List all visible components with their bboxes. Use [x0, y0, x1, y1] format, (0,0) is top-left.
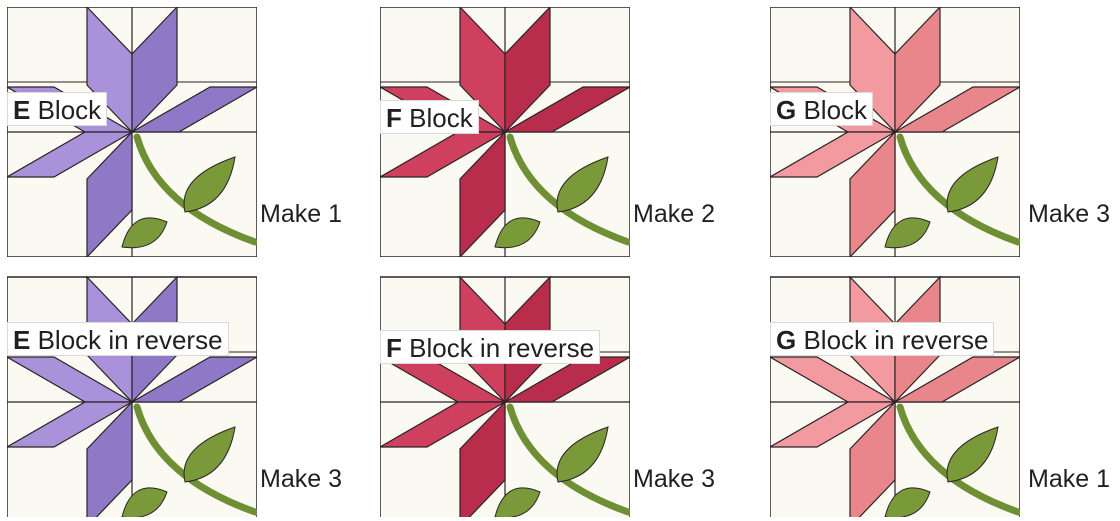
block-e-reverse-quantity: Make 3 — [260, 465, 342, 493]
star-diamond-petal — [502, 86, 630, 133]
block-f-reverse-label: F Block in reverse — [380, 330, 601, 364]
leaf — [946, 156, 999, 213]
leaf — [121, 487, 168, 517]
leaf — [494, 217, 541, 249]
stem — [896, 403, 1020, 516]
leaf — [946, 426, 999, 483]
leaf — [556, 426, 609, 483]
star-diamond-petal — [770, 401, 898, 448]
star-diamond-petal — [849, 130, 896, 257]
star-diamond-petal — [7, 401, 135, 448]
block-f-reverse-quantity: Make 3 — [633, 465, 715, 493]
block-g-reverse-quantity: Make 1 — [1028, 465, 1110, 493]
block-g-label: G Block — [770, 92, 874, 126]
quilt-block-e — [7, 7, 257, 257]
quilt-block-g — [770, 7, 1020, 257]
block-f-quantity: Make 2 — [633, 200, 715, 228]
leaf — [183, 156, 236, 213]
star-diamond-petal — [86, 400, 133, 517]
quilt-block-f-reverse — [380, 267, 630, 517]
star-diamond-petal — [380, 401, 508, 448]
leaf — [884, 487, 931, 517]
block-e-label: E Block — [7, 92, 108, 126]
leaf — [183, 426, 236, 483]
stem — [506, 133, 630, 246]
star-diamond-petal — [129, 86, 257, 133]
star-diamond-petal — [86, 130, 133, 257]
star-diamond-petal — [894, 7, 941, 134]
block-f-reverse-illustration — [380, 275, 630, 517]
block-g-reverse-illustration — [770, 275, 1020, 517]
star-diamond-petal — [502, 356, 630, 403]
block-g-illustration — [770, 7, 1020, 257]
block-g-reverse-label: G Block in reverse — [770, 322, 995, 356]
block-f-label: F Block — [380, 100, 479, 134]
block-e-reverse-illustration — [7, 275, 257, 517]
star-diamond-petal — [892, 356, 1020, 403]
quilt-block-e-reverse — [7, 267, 257, 517]
stem — [133, 403, 257, 516]
star-diamond-petal — [129, 356, 257, 403]
stem — [506, 403, 630, 516]
star-diamond-petal — [770, 131, 898, 178]
leaf — [884, 217, 931, 249]
leaf — [494, 487, 541, 517]
block-e-quantity: Make 1 — [260, 200, 342, 228]
block-e-reverse-label: E Block in reverse — [7, 322, 229, 356]
leaf — [556, 156, 609, 213]
star-diamond-petal — [459, 400, 506, 517]
star-diamond-petal — [131, 7, 178, 134]
star-diamond-petal — [892, 86, 1020, 133]
star-diamond-petal — [504, 7, 551, 134]
star-diamond-petal — [459, 130, 506, 257]
stem — [896, 133, 1020, 246]
block-e-illustration — [7, 7, 257, 257]
star-diamond-petal — [849, 400, 896, 517]
leaf — [121, 217, 168, 249]
star-diamond-petal — [7, 131, 135, 178]
stem — [133, 133, 257, 246]
quilt-block-g-reverse — [770, 267, 1020, 517]
block-g-quantity: Make 3 — [1028, 200, 1110, 228]
